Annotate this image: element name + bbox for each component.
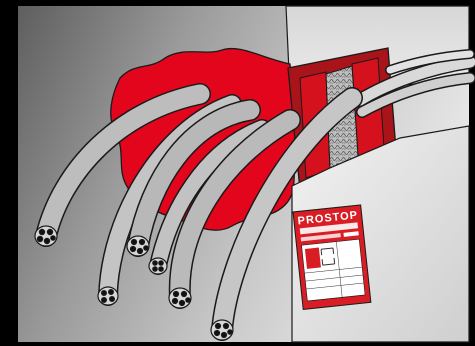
label-logo-icon bbox=[305, 247, 321, 268]
cable-end-6 bbox=[211, 320, 233, 340]
cable-end-2 bbox=[98, 287, 118, 305]
cable-end-5 bbox=[169, 288, 191, 308]
penetration-label: PROSTOP bbox=[293, 205, 371, 310]
cable-end-1 bbox=[35, 226, 57, 246]
cable-end-4 bbox=[149, 258, 167, 274]
cable-end-3 bbox=[127, 236, 149, 256]
